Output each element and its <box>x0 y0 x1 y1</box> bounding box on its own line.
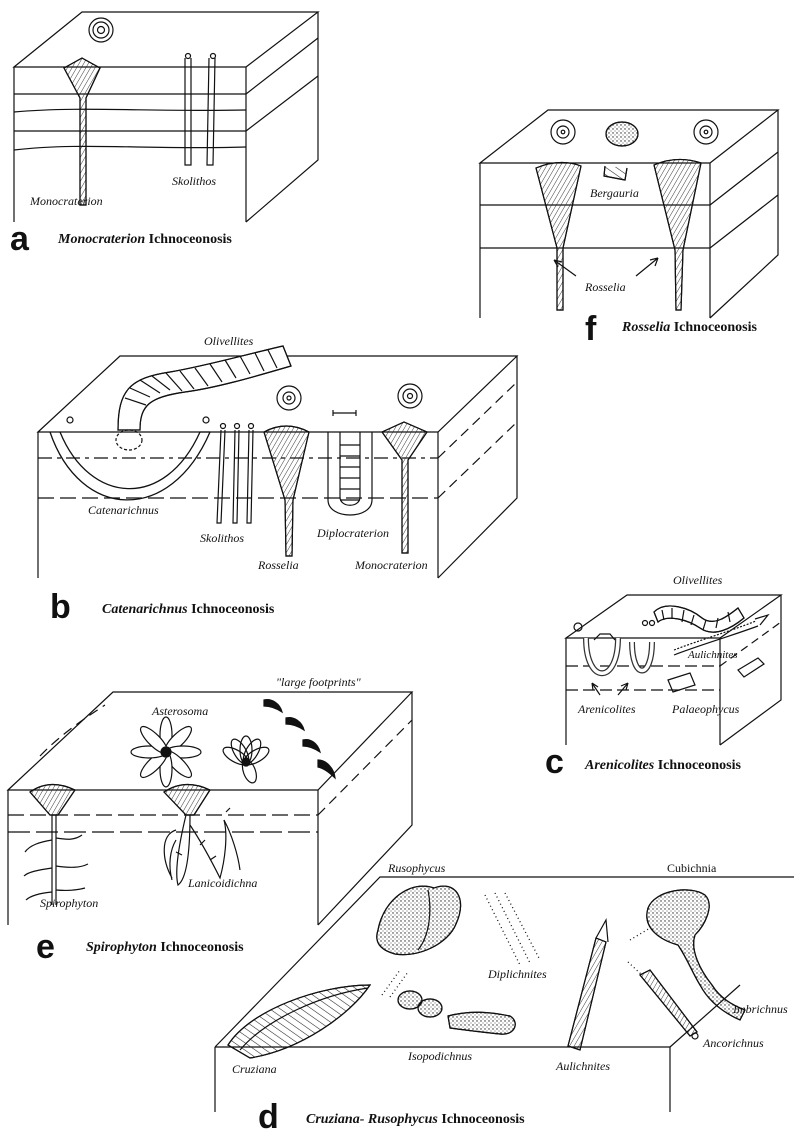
caption-genus-c: Arenicolites <box>585 758 654 773</box>
label-lanicoidichna-e: Lanicoidichna <box>188 876 257 891</box>
caption-genus-e: Spirophyton <box>86 940 157 955</box>
label-cruziana-d: Cruziana <box>232 1062 277 1077</box>
caption-b: Catenarichnus Ichnoceonosis <box>102 602 274 618</box>
label-imbrichnus-d: Imbrichnus <box>733 1002 788 1017</box>
caption-genus-f: Rosselia <box>622 320 670 335</box>
label-rusophycus-d: Rusophycus <box>388 861 445 876</box>
label-asterosoma-e: Asterosoma <box>152 704 208 719</box>
label-aulichnites-c: Aulichnites <box>688 649 738 661</box>
rosselia-b <box>264 386 309 556</box>
olivellites-c <box>654 606 744 632</box>
label-diplichnites-d: Diplichnites <box>488 967 547 982</box>
label-spirophyton-e: Spirophyton <box>40 896 98 911</box>
isopodichnus-d <box>398 991 515 1034</box>
caption-suffix-a: Ichnoceonosis <box>149 232 232 247</box>
skolithos-tubes-a <box>185 54 216 166</box>
caption-genus-a: Monocraterion <box>58 232 145 247</box>
label-monocraterion-a: Monocraterion <box>30 194 103 209</box>
caption-suffix-b: Ichnoceonosis <box>191 602 274 617</box>
caption-a: Monocraterion Ichnoceonosis <box>58 232 232 248</box>
palaeophycus-c <box>668 658 764 692</box>
caption-e: Spirophyton Ichnoceonosis <box>86 940 244 956</box>
panel-letter-a: a <box>10 222 29 256</box>
caption-suffix-c: Ichnoceonosis <box>658 758 741 773</box>
rusophycus-d <box>377 886 461 955</box>
caption-genus-b: Catenarichnus <box>102 602 188 617</box>
label-arenicolites-c: Arenicolites <box>578 702 636 717</box>
label-monocraterion-b: Monocraterion <box>355 558 428 573</box>
caption-c: Arenicolites Ichnoceonosis <box>585 758 741 774</box>
label-isopodichnus-d: Isopodichnus <box>408 1049 472 1064</box>
label-olivellites-c: Olivellites <box>673 573 722 588</box>
panel-letter-d: d <box>258 1100 279 1134</box>
monocraterion-top-opening-a <box>89 18 113 42</box>
caption-suffix-e: Ichnoceonosis <box>160 940 243 955</box>
label-large-footprints-e: "large footprints" <box>276 675 361 690</box>
label-diplocraterion-b: Diplocraterion <box>317 526 389 541</box>
lanicoidichna-e <box>164 784 240 885</box>
asterosoma-e <box>131 717 272 787</box>
arenicolites-c <box>574 621 655 696</box>
spirophyton-e <box>24 784 88 905</box>
label-skolithos-b: Skolithos <box>200 531 244 546</box>
label-olivellites-b: Olivellites <box>204 334 253 349</box>
panel-letter-b: b <box>50 590 71 624</box>
caption-f: Rosselia Ichnoceonosis <box>622 320 757 336</box>
label-ancorichnus-d: Ancorichnus <box>703 1036 764 1051</box>
bergauria-f <box>604 122 638 180</box>
label-cubichnia-d: Cubichnia <box>667 861 716 876</box>
label-rosselia-b: Rosselia <box>258 558 299 573</box>
diplocraterion-b <box>328 410 372 515</box>
panel-a-block <box>14 12 318 222</box>
label-skolithos-a: Skolithos <box>172 174 216 189</box>
caption-suffix-f: Ichnoceonosis <box>674 320 757 335</box>
caption-genus-d: Cruziana- Rusophycus <box>306 1112 438 1127</box>
imbrichnus-ancorichnus-d <box>628 962 698 1039</box>
large-footprints-e <box>264 700 335 778</box>
skolithos-tubes-b <box>217 424 254 524</box>
label-palaeophycus-c: Palaeophycus <box>672 702 739 717</box>
label-bergauria-f: Bergauria <box>590 186 639 201</box>
aulichnites-d <box>568 920 608 1050</box>
label-aulichnites-d: Aulichnites <box>556 1059 610 1074</box>
caption-suffix-d: Ichnoceonosis <box>441 1112 524 1127</box>
label-rosselia-f: Rosselia <box>585 280 626 295</box>
caption-d: Cruziana- Rusophycus Ichnoceonosis <box>306 1112 525 1128</box>
panel-letter-e: e <box>36 930 55 964</box>
panel-letter-c: c <box>545 745 564 779</box>
label-catenarichnus-b: Catenarichnus <box>88 503 159 518</box>
panel-letter-f: f <box>585 312 596 346</box>
